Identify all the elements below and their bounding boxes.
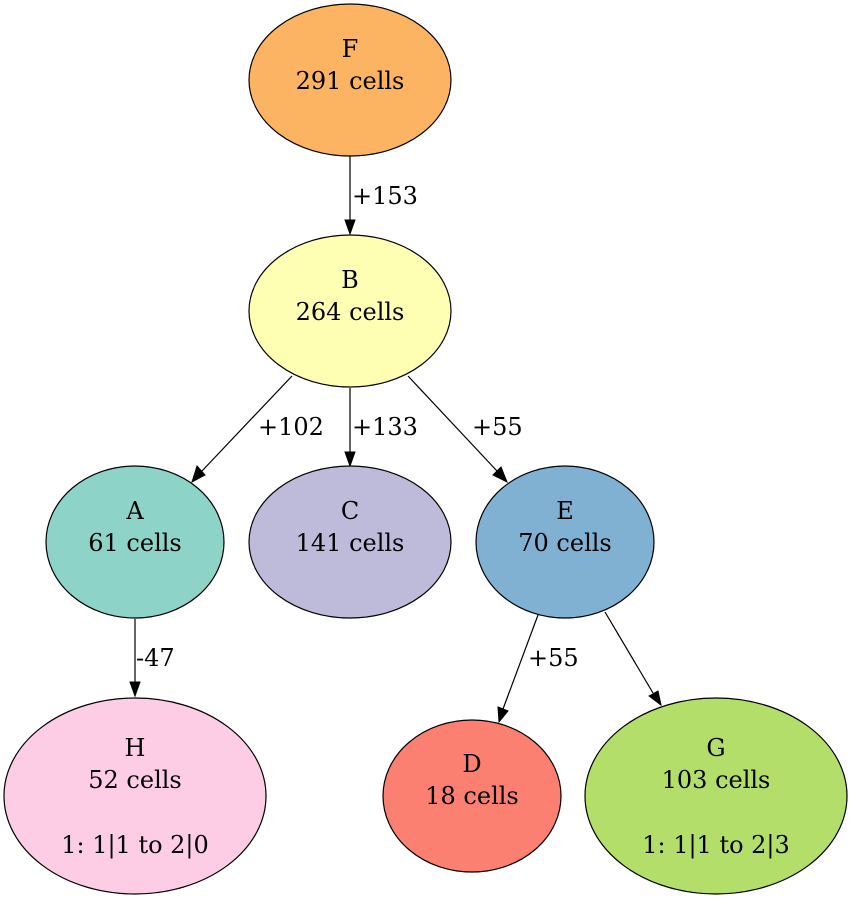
node-f-count: 291 cells	[296, 67, 405, 95]
node-e-shape	[475, 465, 655, 619]
node-d: D 18 cells	[382, 719, 562, 873]
node-g-shape	[584, 697, 848, 895]
edge-e-d: +55	[497, 614, 579, 724]
edge-f-b: +153	[344, 156, 418, 236]
node-f-shape	[248, 3, 452, 157]
node-e-name: E	[556, 497, 574, 525]
node-h-count: 52 cells	[88, 766, 181, 794]
node-a-shape	[45, 465, 225, 619]
edge-b-e-label: +55	[472, 413, 523, 441]
node-b-count: 264 cells	[296, 298, 405, 326]
edge-e-d-label: +55	[528, 644, 579, 672]
edge-b-a-label: +102	[258, 413, 324, 441]
node-c-shape	[248, 465, 452, 619]
edge-e-g	[604, 611, 662, 707]
node-e: E 70 cells	[475, 465, 655, 619]
node-c-count: 141 cells	[296, 529, 405, 557]
node-h-note: 1: 1|1 to 2|0	[61, 831, 209, 860]
edge-b-c-label: +133	[352, 413, 418, 441]
edge-b-c: +133	[344, 388, 418, 468]
node-h-name: H	[125, 734, 146, 762]
node-a: A 61 cells	[45, 465, 225, 619]
node-g-note: 1: 1|1 to 2|3	[642, 831, 790, 860]
edge-b-e: +55	[407, 375, 523, 484]
node-h: H 52 cells 1: 1|1 to 2|0	[3, 697, 267, 895]
edge-b-a: +102	[191, 375, 324, 484]
node-g-name: G	[706, 734, 725, 762]
node-a-count: 61 cells	[88, 529, 181, 557]
node-e-count: 70 cells	[518, 529, 611, 557]
node-b: B 264 cells	[248, 234, 452, 388]
node-b-name: B	[341, 266, 359, 294]
node-g-count: 103 cells	[662, 766, 771, 794]
node-f-name: F	[342, 35, 359, 63]
node-d-shape	[382, 719, 562, 873]
node-h-shape	[3, 697, 267, 895]
node-d-count: 18 cells	[425, 782, 518, 810]
node-f: F 291 cells	[248, 3, 452, 157]
edge-a-h-label: -47	[136, 644, 175, 672]
edge-f-b-label: +153	[352, 182, 418, 210]
edge-a-h: -47	[129, 619, 175, 698]
node-g: G 103 cells 1: 1|1 to 2|3	[584, 697, 848, 895]
node-c: C 141 cells	[248, 465, 452, 619]
node-c-name: C	[341, 497, 359, 525]
node-d-name: D	[462, 750, 481, 778]
node-b-shape	[248, 234, 452, 388]
node-a-name: A	[125, 497, 144, 525]
